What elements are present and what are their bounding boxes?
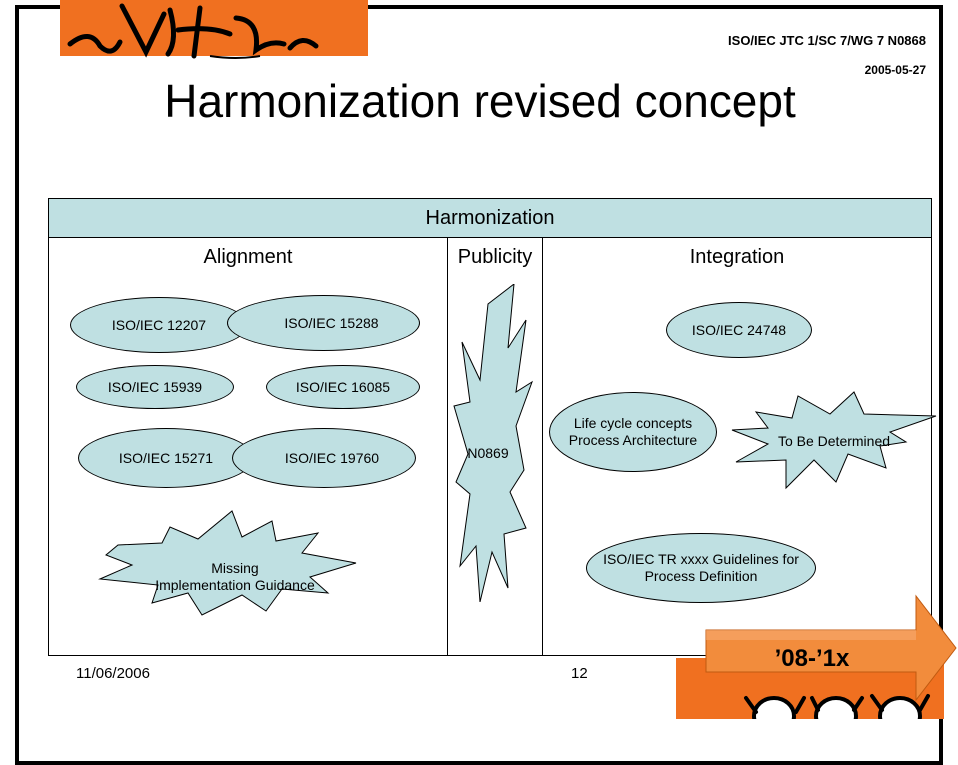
standard-ellipse-19760: ISO/IEC 19760	[232, 428, 416, 488]
missing-guidance-line2: Implementation Guidance	[155, 577, 315, 593]
lifecycle-concepts-ellipse: Life cycle concepts Process Architecture	[549, 392, 717, 472]
timeline-arrow-label: ’08-’1x	[774, 645, 850, 672]
tr-guidelines-ellipse: ISO/IEC TR xxxx Guidelines for Process D…	[586, 533, 816, 603]
dancing-figures-logo-icon	[60, 0, 368, 59]
lifecycle-line2: Process Architecture	[568, 432, 698, 448]
tbd-label: To Be Determined	[777, 433, 891, 449]
footer-date: 11/06/2006	[76, 665, 150, 682]
standard-ellipse-15939: ISO/IEC 15939	[76, 365, 234, 409]
alignment-heading: Alignment	[203, 246, 293, 268]
document-date: 2005-05-27	[864, 63, 926, 77]
standard-ellipse-15288: ISO/IEC 15288	[227, 295, 420, 351]
standard-ellipse-12207: ISO/IEC 12207	[70, 297, 248, 353]
standard-ellipse-24748: ISO/IEC 24748	[666, 302, 812, 358]
missing-guidance-burst-icon	[98, 510, 357, 616]
missing-guidance-line1: Missing	[211, 560, 259, 576]
tr-guidelines-line2: Process Definition	[644, 568, 758, 584]
document-id: ISO/IEC JTC 1/SC 7/WG 7 N0868	[728, 33, 926, 48]
publicity-heading: Publicity	[457, 246, 533, 268]
page-number: 12	[571, 665, 588, 682]
tbd-burst-icon	[731, 391, 937, 490]
timeline-arrow-icon	[705, 594, 957, 702]
standard-ellipse-15271: ISO/IEC 15271	[78, 428, 254, 488]
integration-heading: Integration	[689, 246, 785, 268]
slide-title: Harmonization revised concept	[164, 75, 796, 127]
tr-guidelines-line1: ISO/IEC TR xxxx Guidelines for	[603, 551, 799, 567]
n0869-label: N0869	[467, 445, 509, 461]
n0869-burst-icon	[453, 284, 533, 602]
slide: ISO/IEC JTC 1/SC 7/WG 7 N0868 2005-05-27…	[15, 0, 957, 765]
standard-ellipse-16085: ISO/IEC 16085	[266, 365, 420, 409]
harmonization-band: Harmonization	[48, 198, 932, 238]
lifecycle-line1: Life cycle concepts	[573, 415, 693, 431]
